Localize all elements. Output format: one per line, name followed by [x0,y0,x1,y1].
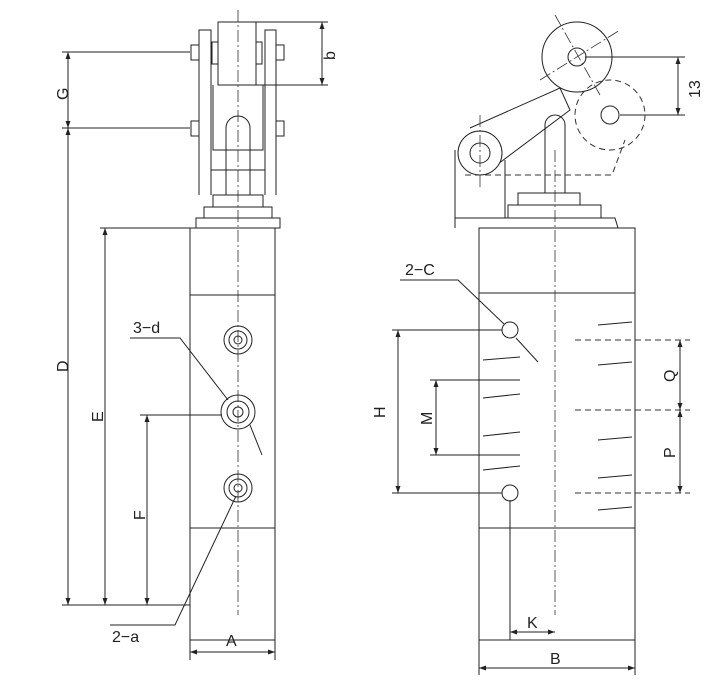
port-bottom [223,473,253,503]
roller-front [217,21,257,86]
dim-P-label: P [662,447,679,458]
port-middle [220,394,256,430]
dim-A-label: A [226,633,237,650]
dim-F-label: F [132,510,149,520]
front-view: G D E F b 3−d 2−a A [55,10,339,660]
dim-D-label: D [55,360,72,372]
dim-Q-label: Q [662,370,679,382]
port-top [223,325,253,355]
hole-c-top [501,321,519,339]
dim-H-label: H [372,406,389,418]
hole-c-label: 2−C [405,262,435,279]
hole-c-bottom [501,484,519,502]
port-d-label: 3−d [133,320,160,337]
valve-body-front [189,227,276,641]
dim-E-label: E [90,411,107,422]
dim-B-label: B [550,651,561,668]
dim-b-label: b [322,51,339,60]
hole-a-label: 2−a [112,629,139,646]
dim-13-label: 13 [687,80,704,98]
side-view: 2−C H M Q P 13 K B [372,14,704,675]
dim-M-label: M [419,412,436,425]
dim-G-label: G [55,88,72,100]
dim-K-label: K [527,615,538,632]
valve-body-side [478,227,636,641]
